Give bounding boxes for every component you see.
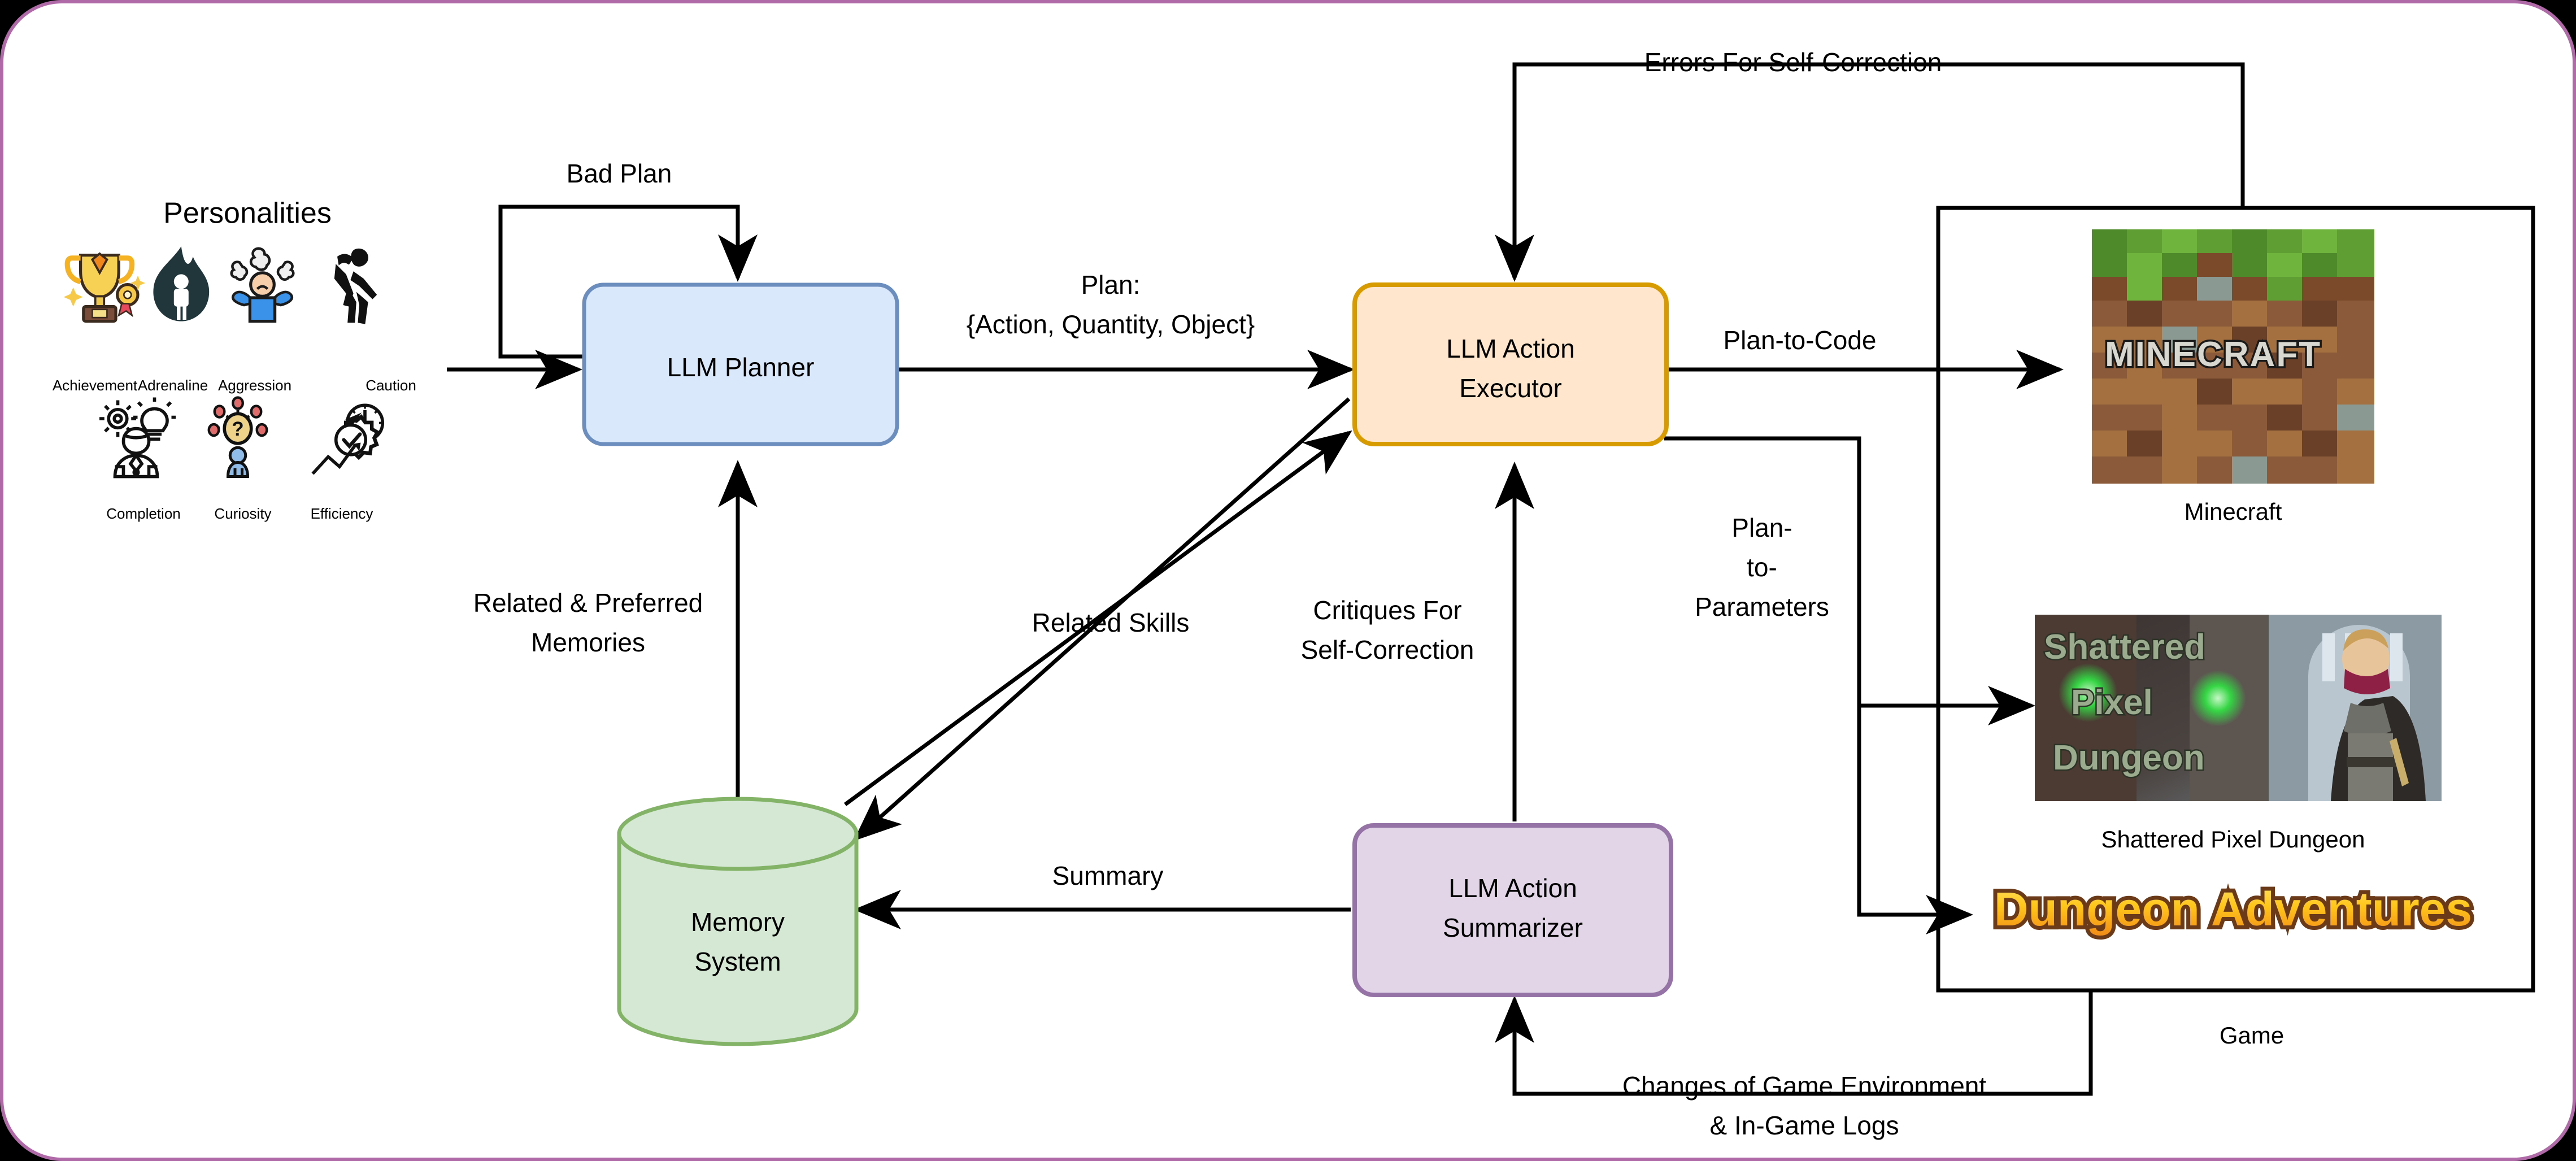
node-label-memory-system-line2: System [694,947,781,976]
edge-labels-group: Bad Plan Plan: {Action, Quantity, Object… [473,47,1987,1140]
game-caption-shattered-pixel-dungeon: Shattered Pixel Dungeon [2101,826,2365,853]
node-memory-system[interactable]: Memory System [617,797,859,1046]
personality-label-completion: Completion [106,505,181,522]
node-llm-planner[interactable]: LLM Planner [582,282,899,446]
node-label-memory-system-line1: Memory [691,907,785,937]
edge-related-skills-up [843,430,1352,806]
trophy-icon [63,252,145,323]
edge-changes-of-game-environment [1495,989,2093,1096]
edge-plan-to-parameters-spd [1664,436,2035,725]
svg-text:?: ? [232,418,243,440]
personality-label-adrenaline: Adrenaline [138,377,208,394]
personality-label-efficiency: Efficiency [311,505,373,522]
game-caption-minecraft: Minecraft [2185,498,2282,525]
edge-label-critiques-line2: Self-Correction [1301,635,1474,664]
shattered-pixel-dungeon-image: Shattered Pixel Dungeon Shattered Pixel … [2035,615,2442,853]
spd-logo-line-1: Shattered [2044,628,2205,667]
personality-label-caution: Caution [365,377,416,394]
edge-label-critiques-line1: Critiques For [1313,595,1461,625]
gear-check-clock-icon [311,403,385,475]
spd-logo-line-3: Dungeon [2053,738,2205,777]
personality-label-achievement: Achievement [53,377,138,394]
node-label-llm-action-summarizer-line1: LLM Action [1448,873,1577,903]
edge-label-memories-line2: Memories [531,628,645,657]
edge-related-skills-down [853,397,1351,841]
node-llm-action-summarizer[interactable]: LLM Action Summarizer [1352,823,1673,997]
edge-label-summary: Summary [1052,861,1164,890]
spd-logo-line-2: Pixel [2071,683,2153,722]
personalities-heading: Personalities [163,197,332,230]
personality-label-curiosity: Curiosity [214,505,271,522]
edge-label-errors-self-correction: Errors For Self-Correction [1644,47,1942,77]
node-label-llm-action-summarizer-line2: Summarizer [1443,913,1583,942]
minecraft-logo-text: MINECRAFT [2105,335,2321,374]
dungeon-adventures-logo-text: Dungeon Adventures [1994,882,2472,936]
node-label-llm-planner: LLM Planner [667,353,815,382]
flame-person-icon [153,246,210,321]
crouching-person-icon [334,248,377,324]
game-panel-group: MINECRAFT Minecraft [1936,206,2535,1049]
nodes-group: LLM Planner LLM Action Executor Memory S… [582,282,1673,1046]
edge-label-plan-to-params-line1: Plan- [1731,513,1792,542]
edge-label-changes-line1: Changes of Game Environment [1622,1071,1987,1101]
diagram-svg: Personalities Achievement Adrenaline [53,47,2535,1140]
edges-group [447,62,2245,1096]
angry-person-icon [230,247,295,323]
edge-label-bad-plan: Bad Plan [567,159,672,188]
edge-label-plan-to-params-line2: to- [1747,553,1777,582]
minecraft-image: MINECRAFT Minecraft [2092,229,2374,525]
edge-bad-plan [498,205,758,359]
gear-lightbulb-person-icon [99,397,176,479]
edge-label-plan-line2: {Action, Quantity, Object} [967,310,1255,339]
game-panel-caption: Game [2220,1022,2284,1049]
node-llm-action-executor[interactable]: LLM Action Executor [1352,282,1669,446]
personalities-group: Personalities Achievement Adrenaline [53,197,416,522]
edge-label-memories-line1: Related & Preferred [473,588,703,618]
edge-label-changes-line2: & In-Game Logs [1710,1111,1899,1140]
edge-label-plan-line1: Plan: [1081,270,1141,299]
edge-label-plan-to-code: Plan-to-Code [1723,325,1876,355]
edge-label-related-skills: Related Skills [1032,608,1190,637]
question-node-person-icon: ? [207,396,268,478]
node-label-llm-action-executor-line1: LLM Action [1446,334,1575,363]
dungeon-adventures-image: Dungeon Adventures [1990,879,2476,940]
node-label-llm-action-executor-line2: Executor [1459,373,1562,403]
edge-plan-to-parameters-da [1857,706,1973,934]
game-panel-frame [1936,206,2535,993]
edge-errors-self-correction [1495,62,2245,282]
edge-label-plan-to-params-line3: Parameters [1695,592,1829,621]
personality-label-aggression: Aggression [218,377,291,394]
